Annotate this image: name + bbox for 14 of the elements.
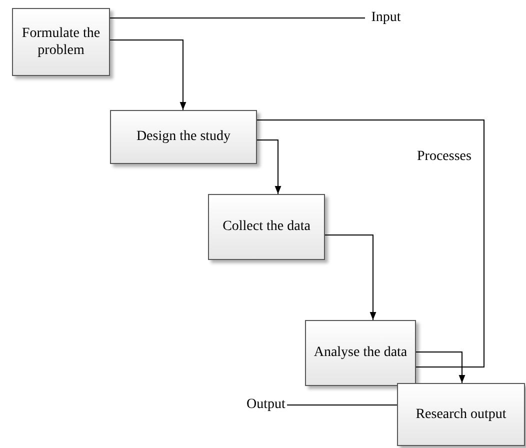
process-box: Research output xyxy=(397,383,525,446)
text-label: Output xyxy=(245,395,287,415)
process-box: Analyse the data xyxy=(305,320,416,386)
connector-line xyxy=(256,120,484,368)
text-label: Input xyxy=(365,8,407,28)
process-box: Collect the data xyxy=(208,194,325,260)
arrow xyxy=(416,352,466,384)
connector-line xyxy=(286,404,398,406)
group-label: Processes xyxy=(417,148,472,166)
arrow xyxy=(324,234,376,320)
arrow xyxy=(256,140,282,194)
arrow xyxy=(110,40,186,110)
process-box: Design the study xyxy=(110,110,257,164)
process-box: Formulate the problem xyxy=(12,8,110,76)
